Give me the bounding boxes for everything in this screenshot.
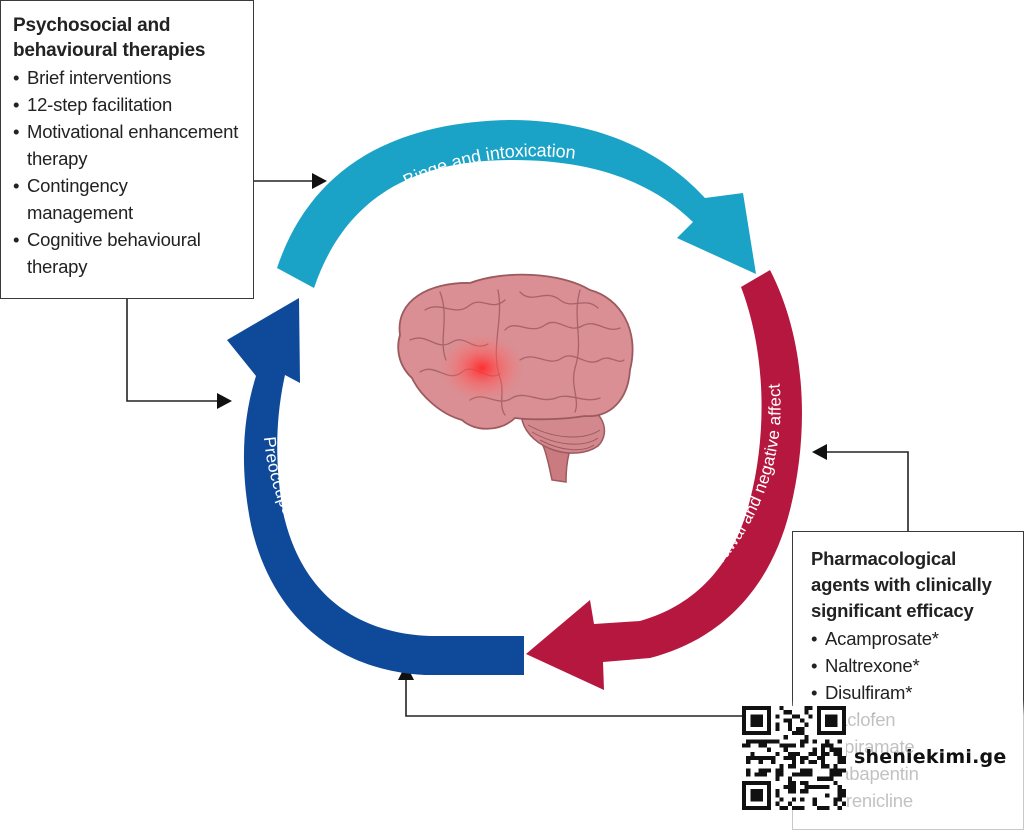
pharmacological-title-line-2: agents with clinically: [811, 574, 992, 595]
pharm-to-preoccupation-connector: [405, 680, 792, 717]
psychosocial-list: •Brief interventions •12-step facilitati…: [13, 64, 253, 280]
watermark: sheniekimi.ge: [742, 706, 1010, 810]
list-item: •12-step facilitation: [13, 94, 173, 115]
psychosocial-therapies-box: Psychosocial and behavioural therapies •…: [0, 0, 254, 299]
psych-to-preoccupation-arrowhead: [217, 393, 232, 409]
watermark-text: sheniekimi.ge: [854, 746, 1007, 768]
pharmacological-title-line-1: Pharmacological: [811, 548, 957, 569]
withdrawal-arrow: [526, 270, 802, 690]
list-item: •Naltrexone*: [811, 655, 920, 676]
list-item: •Brief interventions: [13, 67, 172, 88]
list-item: •Acamprosate*: [811, 628, 939, 649]
list-item: •Cognitive behavioural therapy: [13, 229, 201, 277]
activation-hotspot: [440, 334, 524, 402]
brain-illustration: [397, 273, 634, 483]
list-item: •Contingency management: [13, 175, 133, 223]
psych-to-binge-arrowhead: [312, 173, 327, 189]
list-item: •Disulfiram*: [811, 682, 913, 703]
preoccupation-arrow: [227, 298, 524, 675]
list-item: •Motivational enhancement therapy: [13, 121, 239, 169]
pharm-to-withdrawal-connector: [827, 451, 909, 531]
pharm-to-withdrawal-arrowhead: [812, 444, 827, 460]
psych-to-preoccupation-connector: [126, 299, 217, 402]
cerebellum-folds: [527, 424, 601, 451]
psychosocial-title-line-2: behavioural therapies: [13, 40, 206, 61]
pharmacological-title-line-3: significant efficacy: [811, 600, 974, 621]
psychosocial-title-line-1: Psychosocial and: [13, 15, 171, 36]
pharmacological-title: Pharmacological agents with clinically s…: [811, 546, 1023, 624]
binge-arrow: [277, 120, 756, 288]
psychosocial-title: Psychosocial and behavioural therapies: [13, 13, 253, 63]
qr-code-icon: [742, 706, 846, 810]
